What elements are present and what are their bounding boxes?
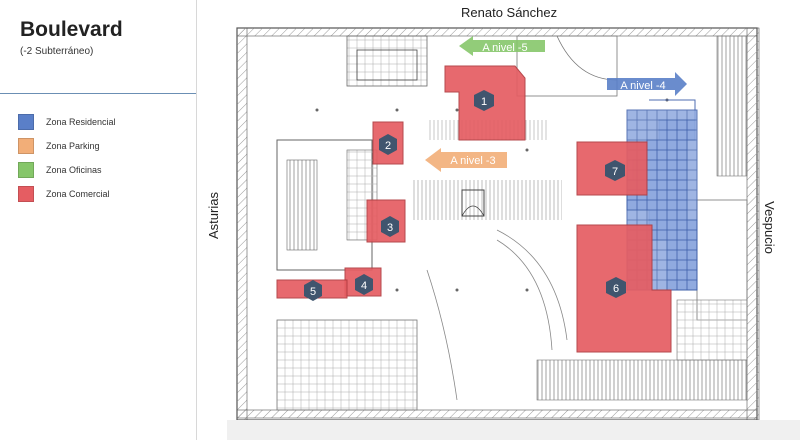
driveway-curve-3 — [426, 269, 458, 401]
machine-room — [346, 35, 428, 87]
parking-stripes-bottom — [536, 359, 748, 401]
arrow-nivel-5: A nivel -5 — [459, 36, 545, 56]
legend-swatch-residencial — [18, 114, 34, 130]
column-grid — [315, 98, 669, 292]
badge-1: 1 — [474, 90, 494, 111]
perimeter-wall-right — [746, 27, 760, 421]
badge-4-label: 4 — [361, 280, 367, 292]
legend-label-comercial: Zona Comercial — [46, 189, 110, 199]
badge-2: 2 — [379, 134, 397, 155]
legend-panel: Boulevard (-2 Subterráneo) Zona Residenc… — [0, 0, 197, 440]
ramp-area-top — [516, 35, 618, 97]
legend-swatch-comercial — [18, 186, 34, 202]
page-title: Boulevard — [20, 18, 123, 41]
badge-2-label: 2 — [385, 140, 391, 152]
legend-item-comercial: Zona Comercial — [18, 186, 110, 202]
badge-3: 3 — [381, 216, 399, 237]
street-label-right: Vespucio — [761, 201, 777, 254]
legend-swatch-oficinas — [18, 162, 34, 178]
legend-item-residencial: Zona Residencial — [18, 114, 116, 130]
legend-label-residencial: Zona Residencial — [46, 117, 116, 127]
perimeter-wall-left — [236, 27, 248, 421]
driveway-curve-2 — [496, 239, 553, 351]
perimeter-wall-bottom — [236, 409, 758, 419]
arrow-nivel-3: A nivel -3 — [425, 148, 507, 172]
divider — [0, 93, 196, 94]
arrow-nivel-4-label: A nivel -4 — [620, 80, 665, 92]
arrow-nivel-5-label: A nivel -5 — [482, 42, 527, 54]
floor-plan-map: 1 2 3 4 5 6 7 A nivel -5 A nivel -4 A ni… — [197, 0, 800, 440]
legend-label-parking: Zona Parking — [46, 141, 100, 151]
escalator-zone — [286, 159, 318, 251]
legend-label-oficinas: Zona Oficinas — [46, 165, 102, 175]
arrow-nivel-4: A nivel -4 — [607, 72, 687, 96]
perimeter-wall-top — [236, 27, 758, 37]
door-swing — [461, 205, 485, 217]
parking-stripes-top — [716, 35, 748, 177]
badge-7-label: 7 — [612, 166, 618, 178]
legend-item-parking: Zona Parking — [18, 138, 100, 154]
floor-plan-svg: 1 2 3 4 5 6 7 A nivel -5 A nivel -4 A ni… — [227, 27, 800, 440]
machine-room-inner — [356, 49, 418, 81]
footer-strip — [227, 420, 800, 440]
page-subtitle: (-2 Subterráneo) — [20, 46, 94, 57]
badge-3-label: 3 — [387, 222, 393, 234]
elevator-door — [461, 189, 485, 217]
legend-item-oficinas: Zona Oficinas — [18, 162, 102, 178]
badge-1-label: 1 — [481, 96, 487, 108]
badge-6: 6 — [606, 277, 626, 298]
badge-7: 7 — [605, 160, 625, 181]
parking-grid-bottom-left — [276, 319, 418, 411]
badge-6-label: 6 — [613, 283, 619, 295]
street-label-top: Renato Sánchez — [461, 5, 558, 20]
driveway-curve-1 — [496, 229, 568, 341]
badge-5: 5 — [304, 280, 322, 301]
legend-swatch-parking — [18, 138, 34, 154]
arrow-nivel-3-label: A nivel -3 — [450, 155, 495, 167]
structure-right-bottom — [676, 299, 748, 361]
crosswalk-a — [412, 180, 562, 220]
badge-4: 4 — [355, 274, 373, 295]
badge-5-label: 5 — [310, 286, 316, 298]
street-label-left: Asturias — [205, 192, 221, 239]
